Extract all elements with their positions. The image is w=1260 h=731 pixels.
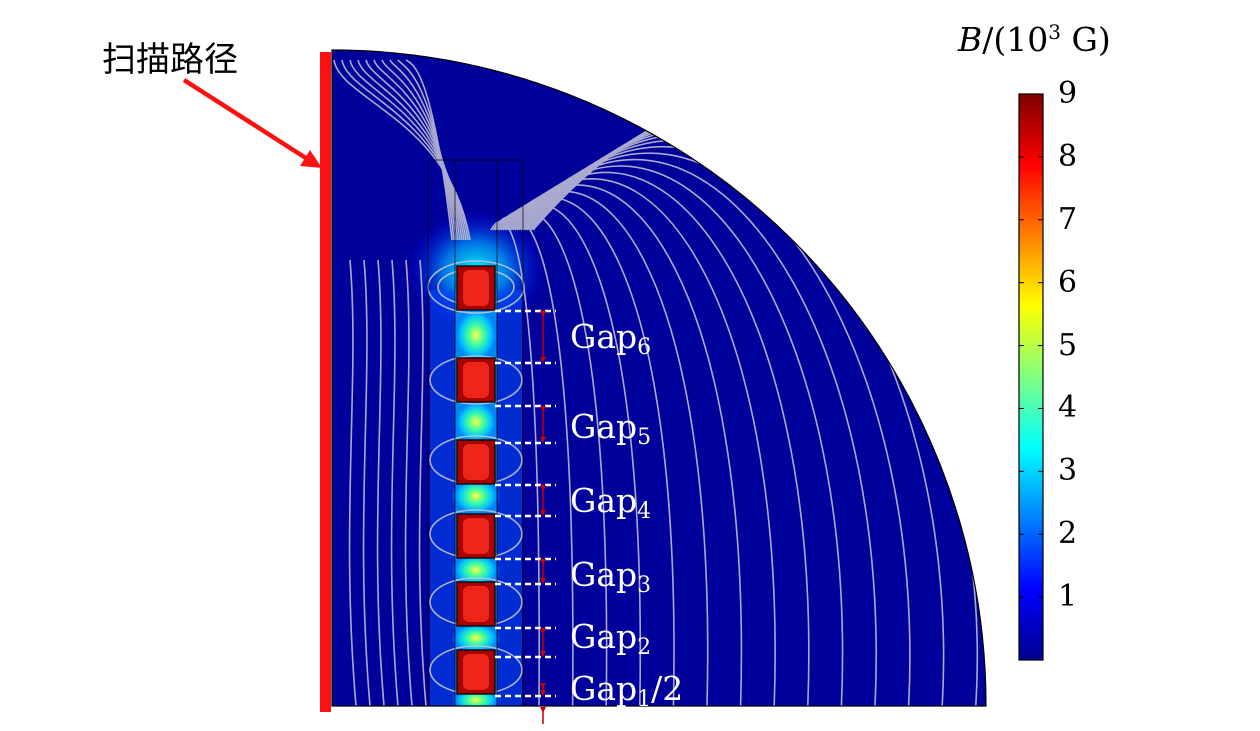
field-line — [357, 59, 465, 241]
field-line — [389, 59, 457, 241]
colorbar-ticks — [1019, 93, 1043, 598]
scan-path-line — [320, 52, 331, 712]
field-line — [390, 259, 399, 706]
gap-label-1-half: Gap1/2 — [570, 669, 684, 712]
field-line — [376, 259, 385, 706]
gap-label-3: Gap3 — [570, 555, 652, 598]
colorbar-tick-label-8: 8 — [1058, 138, 1078, 174]
field-line — [418, 259, 427, 706]
magnet-stack — [456, 265, 496, 695]
field-line — [397, 59, 455, 241]
gap-label-4: Gap4 — [570, 481, 652, 524]
colorbar-tick-label-5: 5 — [1058, 327, 1078, 363]
gap-glow-4 — [452, 476, 500, 516]
colorbar-unit-suffix: G) — [1060, 20, 1111, 59]
colorbar-title: B/(103 G) — [958, 22, 1111, 56]
colorbar-unit-prefix: /(10 — [982, 20, 1049, 59]
guide-boxes — [427, 159, 524, 706]
colorbar-tick-label-6: 6 — [1058, 264, 1078, 300]
field-line — [365, 59, 463, 241]
gap-label-5: Gap5 — [570, 407, 652, 450]
field-line — [362, 259, 371, 706]
colorbar-exponent: 3 — [1048, 20, 1061, 44]
colorbar-tick-label-9: 9 — [1058, 76, 1078, 111]
colorbar-tick-label-2: 2 — [1058, 516, 1078, 552]
field-region — [332, 50, 986, 706]
gap-glow-5 — [454, 400, 498, 444]
field-line — [405, 59, 453, 241]
gap-label-6: Gap6 — [570, 317, 652, 360]
colorbar-gradient — [1018, 93, 1044, 661]
field-line — [348, 259, 357, 706]
colorbar-tick-label-3: 3 — [1058, 453, 1078, 489]
colorbar-tick-label-7: 7 — [1058, 201, 1078, 237]
gap-label-2: Gap2 — [570, 617, 652, 660]
field-outline — [331, 49, 987, 707]
colorbar-tick-label-1: 1 — [1058, 579, 1078, 615]
scan-path-arrow-shaft — [182, 78, 314, 164]
colorbar-tick-label-4: 4 — [1058, 390, 1078, 426]
gap-glow-6 — [454, 307, 498, 363]
scan-path-label: 扫描路径 — [102, 40, 238, 80]
colorbar-symbol: B — [958, 20, 983, 59]
field-line — [404, 259, 413, 706]
field-line — [381, 59, 459, 241]
scan-path-arrow-head — [300, 150, 322, 168]
field-line — [373, 59, 461, 241]
